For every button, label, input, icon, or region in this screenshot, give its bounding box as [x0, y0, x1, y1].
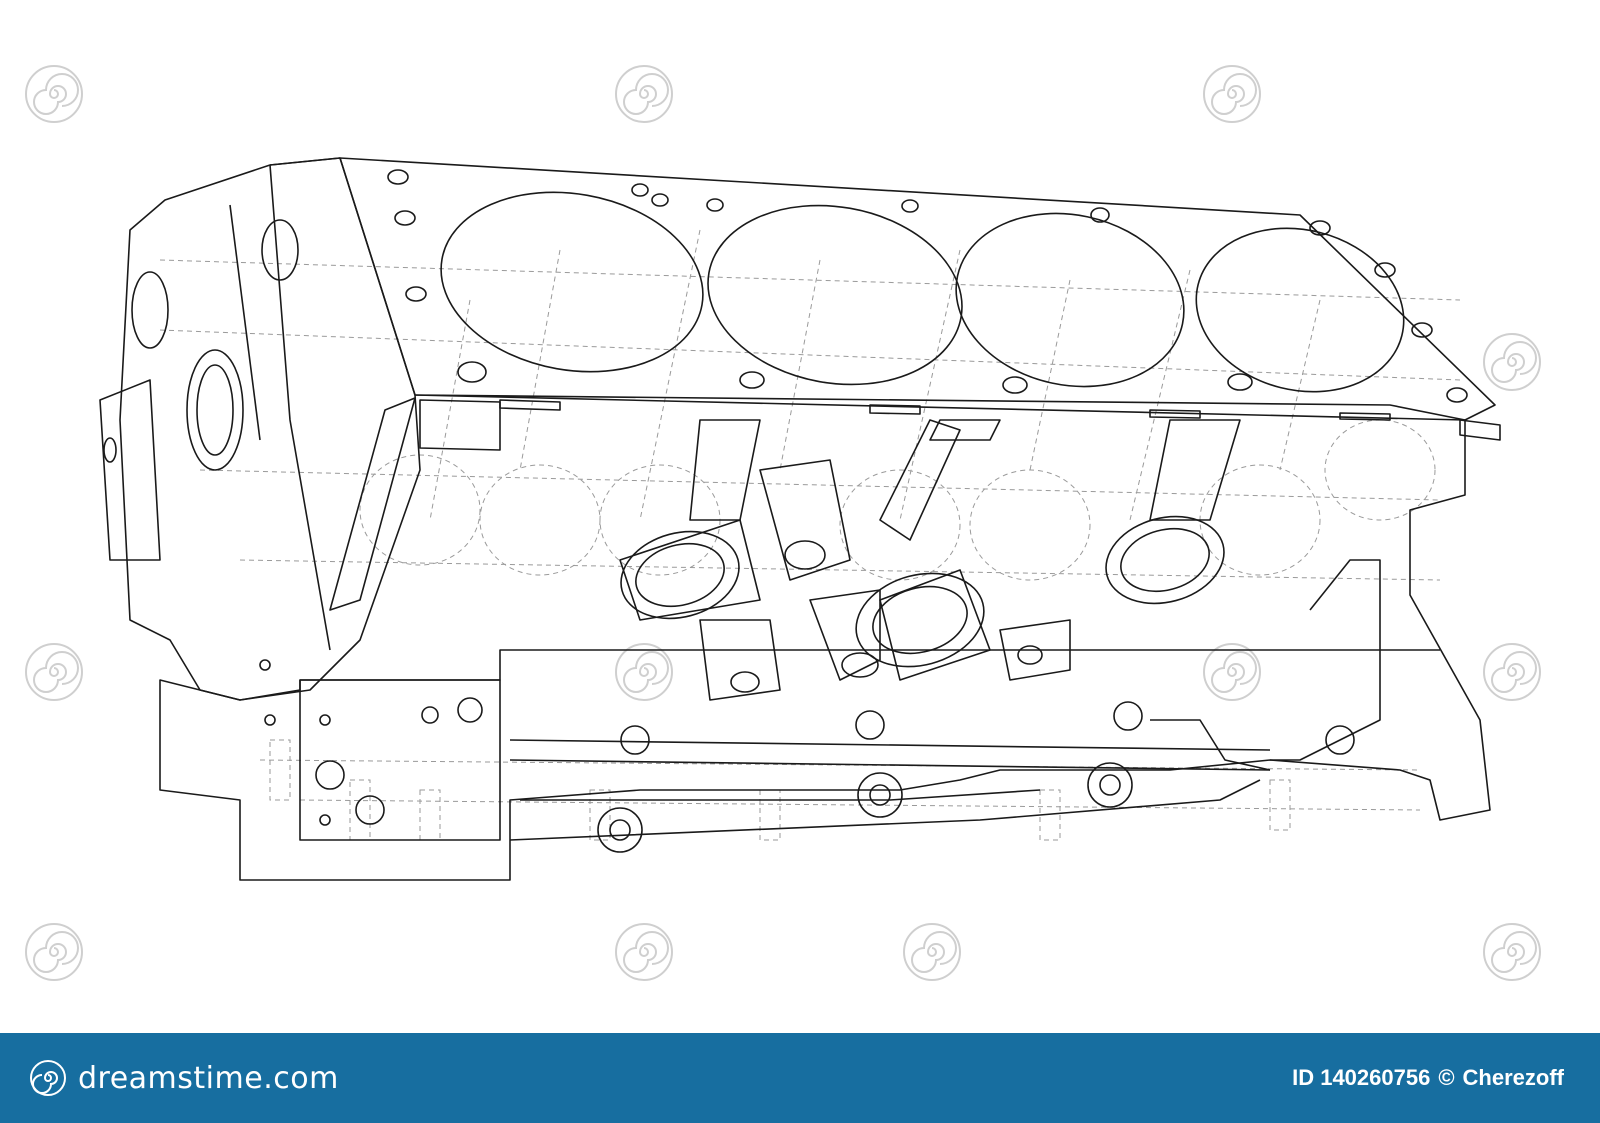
watermark-swirl-icon [1203, 643, 1261, 701]
watermark-swirl-icon [903, 923, 961, 981]
brand-logo[interactable]: dreamstime.com [28, 1058, 339, 1098]
swirl-icon [30, 1060, 66, 1096]
hidden-lines [159, 229, 1461, 841]
watermark-swirl-icon [615, 643, 673, 701]
visible-lines [99, 157, 1501, 881]
copyright-symbol: © [1438, 1065, 1455, 1090]
watermark-layer [25, 65, 1541, 981]
author-name[interactable]: Cherezoff [1462, 1065, 1564, 1090]
block-front-face [119, 157, 421, 701]
stock-footer-bar: dreamstime.com ID 140260756 © Cherezoff [0, 1033, 1600, 1123]
watermark-swirl-icon [1203, 65, 1261, 123]
engine-block-drawing [25, 65, 1541, 981]
image-id: ID 140260756 [1292, 1065, 1431, 1090]
watermark-swirl-icon [615, 65, 673, 123]
watermark-swirl-icon [25, 65, 83, 123]
watermark-swirl-icon [1483, 643, 1541, 701]
brand-name: dreamstime.com [78, 1060, 339, 1096]
cylinder-bore-4 [1195, 227, 1405, 393]
watermark-swirl-icon [1483, 333, 1541, 391]
watermark-swirl-icon [25, 923, 83, 981]
watermark-swirl-icon [25, 643, 83, 701]
cylinder-bore-1 [440, 191, 704, 373]
image-credit: ID 140260756 © Cherezoff [1292, 1065, 1564, 1091]
cylinder-bore-3 [955, 212, 1185, 388]
cylinder-bore-2 [707, 204, 963, 386]
engine-block-wireframe [25, 65, 1541, 981]
watermark-swirl-icon [615, 923, 673, 981]
watermark-swirl-icon [1483, 923, 1541, 981]
